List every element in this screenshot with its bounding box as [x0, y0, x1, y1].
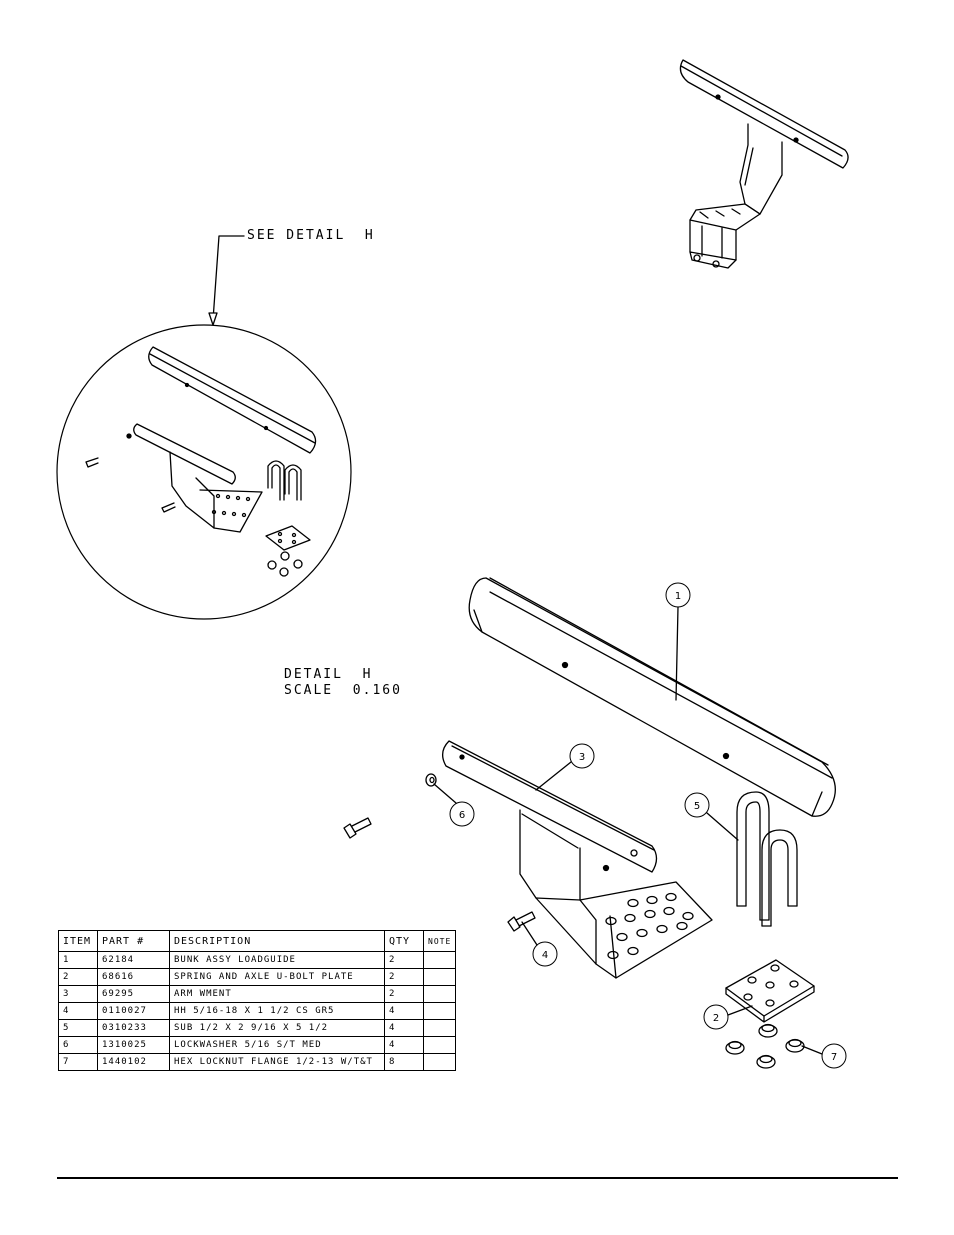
callout-4-number: 4 — [542, 950, 548, 961]
callout-5: 5 — [684, 792, 739, 841]
bom-header-item: ITEM — [58, 930, 98, 952]
bom-qty: 4 — [384, 1036, 424, 1054]
bom-note — [422, 1019, 457, 1037]
bom-desc: SPRING AND AXLE U-BOLT PLATE — [169, 968, 385, 986]
bom-qty: 2 — [384, 985, 424, 1003]
callout-7-number: 7 — [831, 1052, 837, 1063]
bom-desc: BUNK ASSY LOADGUIDE — [169, 951, 385, 969]
bom-qty: 2 — [384, 968, 424, 986]
table-row: 2 68616 SPRING AND AXLE U-BOLT PLATE 2 — [58, 968, 457, 986]
bom-item: 2 — [58, 968, 98, 986]
bom-header-row: ITEM PART # DESCRIPTION QTY NOTE — [58, 930, 457, 952]
bom-item: 6 — [58, 1036, 98, 1054]
bom-note — [422, 1053, 457, 1071]
see-detail-label: SEE DETAIL H — [247, 228, 375, 243]
bom-desc: SUB 1/2 X 2 9/16 X 5 1/2 — [169, 1019, 385, 1037]
see-detail-leader — [208, 235, 245, 326]
bill-of-materials: ITEM PART # DESCRIPTION QTY NOTE 1 62184… — [58, 930, 457, 1071]
bom-part: 68616 — [97, 968, 170, 986]
bom-item: 1 — [58, 951, 98, 969]
bom-header-qty: QTY — [384, 930, 424, 952]
callout-2-number: 2 — [713, 1013, 719, 1024]
hex-bolts — [343, 817, 536, 932]
arm-wment — [442, 740, 713, 979]
callout-3: 3 — [535, 743, 595, 791]
assembled-view — [679, 59, 849, 269]
bom-item: 3 — [58, 985, 98, 1003]
bom-part: 69295 — [97, 985, 170, 1003]
bom-item: 4 — [58, 1002, 98, 1020]
bom-note — [422, 968, 457, 986]
bom-qty: 4 — [384, 1002, 424, 1020]
bom-part: 1440102 — [97, 1053, 170, 1071]
u-bolts — [736, 791, 798, 927]
callout-1: 1 — [665, 582, 691, 701]
bom-desc: LOCKWASHER 5/16 S/T MED — [169, 1036, 385, 1054]
bom-header-part: PART # — [97, 930, 170, 952]
bom-desc: HH 5/16-18 X 1 1/2 CS GR5 — [169, 1002, 385, 1020]
bom-qty: 4 — [384, 1019, 424, 1037]
hex-locknuts — [725, 1023, 805, 1069]
bom-header-note: NOTE — [422, 930, 457, 952]
callout-7: 7 — [801, 1043, 847, 1069]
table-row: 6 1310025 LOCKWASHER 5/16 S/T MED 4 — [58, 1036, 457, 1054]
bom-qty: 8 — [384, 1053, 424, 1071]
callout-2: 2 — [703, 1004, 753, 1030]
detail-title: DETAIL H — [284, 667, 373, 682]
callout-5-number: 5 — [694, 801, 700, 812]
detail-circle — [56, 324, 352, 620]
table-row: 5 0310233 SUB 1/2 X 2 9/16 X 5 1/2 4 — [58, 1019, 457, 1037]
bom-part: 0310233 — [97, 1019, 170, 1037]
lockwasher — [425, 773, 437, 787]
bom-desc: ARM WMENT — [169, 985, 385, 1003]
bom-item: 5 — [58, 1019, 98, 1037]
callout-1-number: 1 — [675, 591, 681, 602]
bom-desc: HEX LOCKNUT FLANGE 1/2-13 W/T&T — [169, 1053, 385, 1071]
table-row: 4 0110027 HH 5/16-18 X 1 1/2 CS GR5 4 — [58, 1002, 457, 1020]
callout-6: 6 — [433, 783, 475, 827]
bom-note — [422, 1002, 457, 1020]
bom-header-description: DESCRIPTION — [169, 930, 385, 952]
table-row: 1 62184 BUNK ASSY LOADGUIDE 2 — [58, 951, 457, 969]
u-bolt-plate — [725, 959, 815, 1023]
bom-note — [422, 1036, 457, 1054]
footer-rule — [57, 1177, 898, 1179]
table-row: 7 1440102 HEX LOCKNUT FLANGE 1/2-13 W/T&… — [58, 1053, 457, 1071]
bom-part: 62184 — [97, 951, 170, 969]
bom-part: 1310025 — [97, 1036, 170, 1054]
bunk-assy — [468, 577, 836, 817]
bom-item: 7 — [58, 1053, 98, 1071]
detail-scale: SCALE 0.160 — [284, 683, 402, 698]
table-row: 3 69295 ARM WMENT 2 — [58, 985, 457, 1003]
callout-6-number: 6 — [459, 810, 465, 821]
bom-part: 0110027 — [97, 1002, 170, 1020]
callout-3-number: 3 — [579, 752, 585, 763]
callout-4: 4 — [521, 921, 558, 967]
bom-note — [422, 985, 457, 1003]
bom-note — [422, 951, 457, 969]
bom-qty: 2 — [384, 951, 424, 969]
